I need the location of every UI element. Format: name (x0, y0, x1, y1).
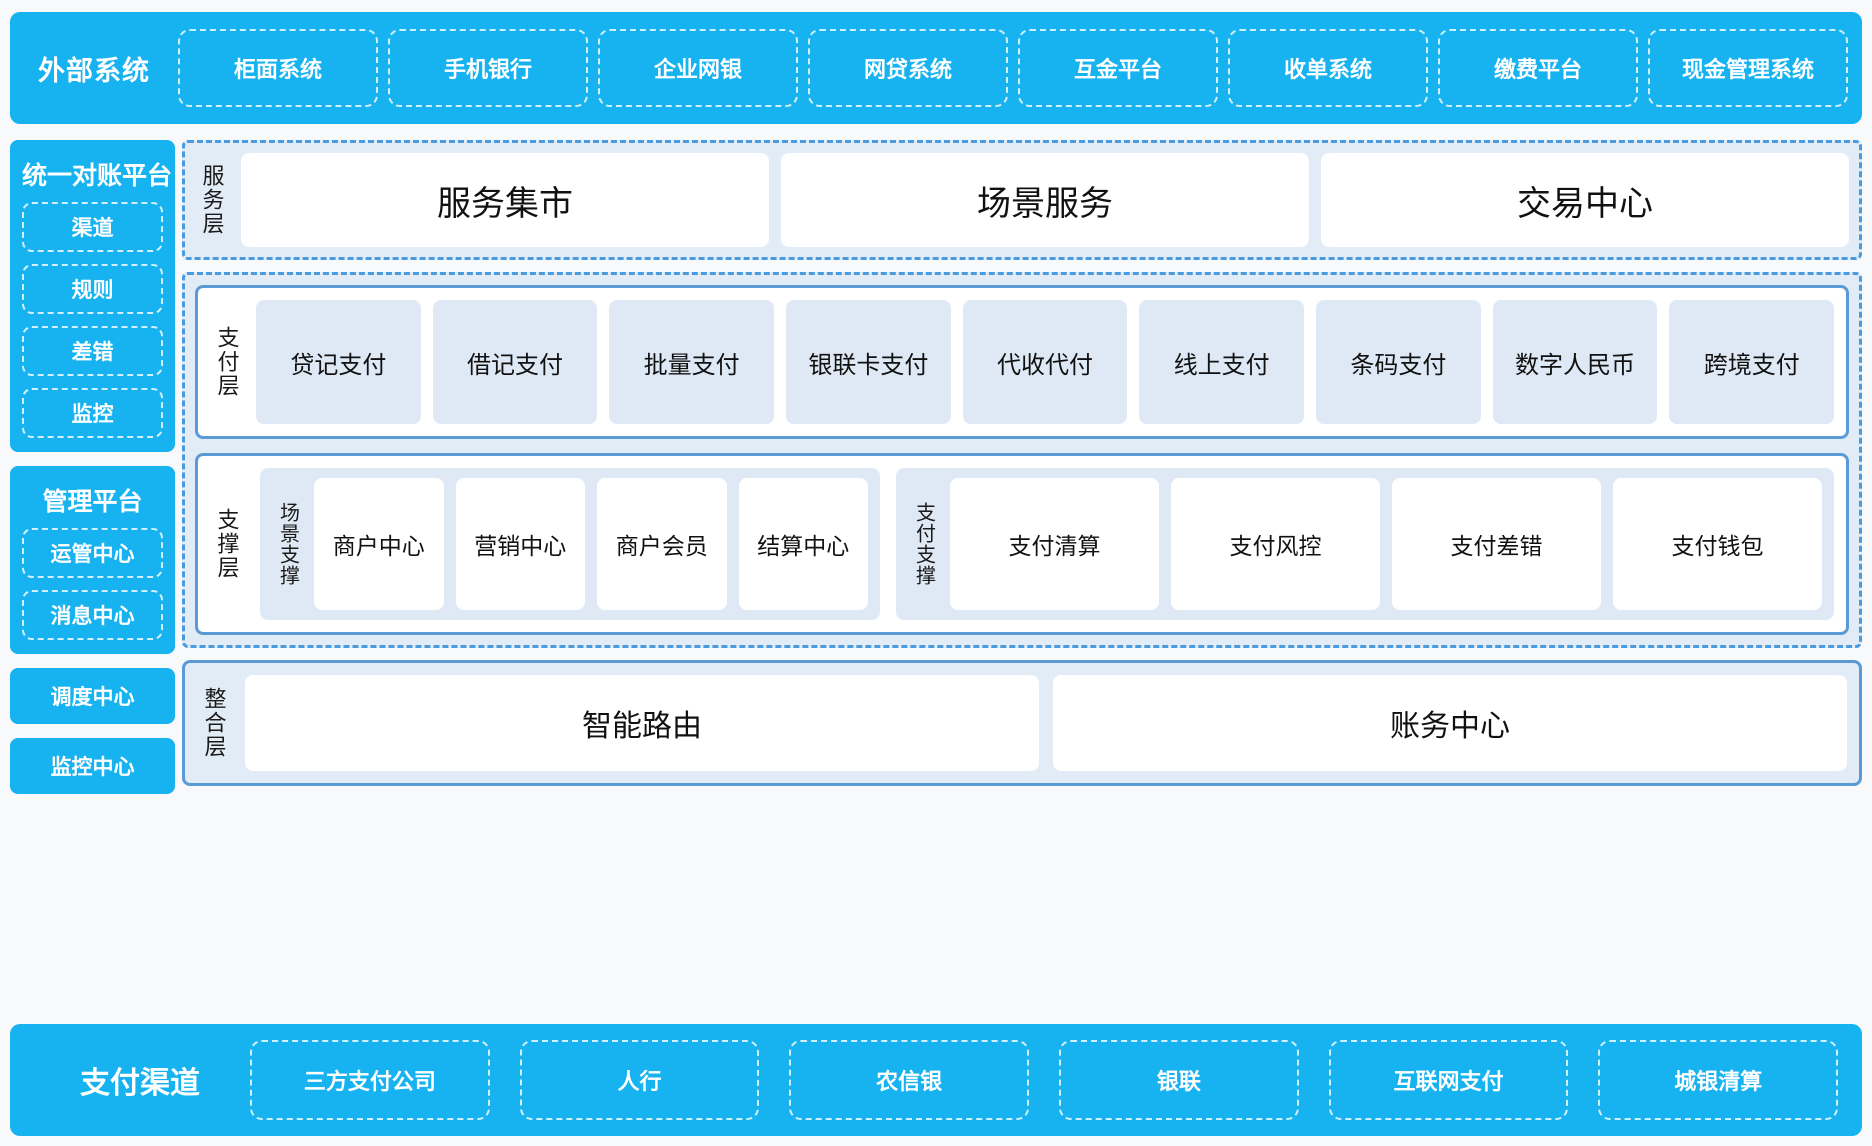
payment-layer-label: 支付层 (214, 326, 240, 398)
support-layer-row: 支撑层 场景支撑 商户中心 营销中心 商户会员 结算中心 支付支撑 支付清算 支… (210, 468, 1834, 620)
left-sidebar: 统一对账平台 渠道 规则 差错 监控 管理平台 运管中心 消息中心 调度中心 监… (10, 140, 175, 808)
support-card-marketing-center[interactable]: 营销中心 (455, 478, 585, 610)
payment-layer-row: 支付层 贷记支付 借记支付 批量支付 银联卡支付 代收代付 线上支付 条码支付 … (210, 300, 1835, 424)
reconciliation-platform-title: 统一对账平台 (22, 162, 173, 190)
support-card-merchant-center[interactable]: 商户中心 (314, 478, 444, 610)
service-card-transaction[interactable]: 交易中心 (1321, 153, 1849, 247)
payment-support-label: 支付支撑 (912, 502, 935, 586)
external-systems-bar: 外部系统 柜面系统 手机银行 企业网银 网贷系统 互金平台 收单系统 缴费平台 … (10, 12, 1862, 124)
payment-card-cross-border[interactable]: 跨境支付 (1669, 300, 1835, 424)
integration-card-accounting-center[interactable]: 账务中心 (1053, 675, 1847, 771)
payment-channel-item[interactable]: 互联网支付 (1328, 1040, 1569, 1120)
external-system-item[interactable]: 互金平台 (1018, 29, 1218, 107)
support-card-payment-riskcontrol[interactable]: 支付风控 (1171, 478, 1380, 610)
scenario-support-group: 场景支撑 商户中心 营销中心 商户会员 结算中心 (260, 468, 880, 620)
reconciliation-item-rule[interactable]: 规则 (22, 264, 163, 314)
external-system-item[interactable]: 收单系统 (1228, 29, 1428, 107)
management-platform-title: 管理平台 (42, 488, 143, 516)
payment-channels-bar: 支付渠道 三方支付公司 人行 农信银 银联 互联网支付 城银清算 (10, 1024, 1862, 1136)
payment-channels-list: 三方支付公司 人行 农信银 银联 互联网支付 城银清算 (250, 1040, 1839, 1120)
management-item-message-center[interactable]: 消息中心 (22, 590, 163, 640)
support-card-payment-clearing[interactable]: 支付清算 (950, 478, 1159, 610)
scheduling-center-block[interactable]: 调度中心 (10, 668, 175, 724)
main-stack: 服务层 服务集市 场景服务 交易中心 支付层 贷记支付 借记支付 批量支付 银联… (182, 140, 1862, 786)
support-card-payment-wallet[interactable]: 支付钱包 (1613, 478, 1822, 610)
payment-card-barcode[interactable]: 条码支付 (1316, 300, 1481, 424)
support-card-settlement-center[interactable]: 结算中心 (738, 478, 868, 610)
scenario-support-label: 场景支撑 (276, 502, 299, 586)
payment-support-subgroup: 支付支撑 支付清算 支付风控 支付差错 支付钱包 (896, 468, 1834, 620)
integration-card-smart-routing[interactable]: 智能路由 (245, 675, 1039, 771)
external-system-item[interactable]: 企业网银 (598, 29, 798, 107)
external-system-item[interactable]: 网贷系统 (808, 29, 1008, 107)
reconciliation-platform-panel: 统一对账平台 渠道 规则 差错 监控 (10, 140, 175, 452)
payment-support-group: 支付层 贷记支付 借记支付 批量支付 银联卡支付 代收代付 线上支付 条码支付 … (182, 272, 1862, 648)
payment-channel-item[interactable]: 银联 (1059, 1040, 1299, 1120)
external-system-item[interactable]: 手机银行 (388, 29, 588, 107)
external-systems-list: 柜面系统 手机银行 企业网银 网贷系统 互金平台 收单系统 缴费平台 现金管理系… (178, 29, 1848, 107)
support-layer-box: 支撑层 场景支撑 商户中心 营销中心 商户会员 结算中心 支付支撑 支付清算 支… (195, 453, 1849, 635)
service-card-marketplace[interactable]: 服务集市 (241, 153, 769, 247)
payment-channel-item[interactable]: 人行 (519, 1040, 760, 1120)
payment-channel-item[interactable]: 三方支付公司 (250, 1040, 490, 1120)
integration-layer-box: 整合层 智能路由 账务中心 (182, 660, 1862, 786)
payment-layer-box: 支付层 贷记支付 借记支付 批量支付 银联卡支付 代收代付 线上支付 条码支付 … (195, 285, 1849, 439)
payment-card-digital-rmb[interactable]: 数字人民币 (1492, 300, 1658, 424)
monitoring-center-block[interactable]: 监控中心 (10, 738, 175, 794)
payment-channel-item[interactable]: 城银清算 (1598, 1040, 1839, 1120)
payment-channel-item[interactable]: 农信银 (789, 1040, 1030, 1120)
payment-card-batch[interactable]: 批量支付 (609, 300, 775, 424)
payment-card-unionpay[interactable]: 银联卡支付 (786, 300, 951, 424)
service-layer-label: 服务层 (199, 164, 225, 236)
reconciliation-item-channel[interactable]: 渠道 (22, 202, 163, 252)
management-item-operations-center[interactable]: 运管中心 (22, 528, 163, 578)
external-system-item[interactable]: 柜面系统 (178, 29, 378, 107)
support-card-merchant-member[interactable]: 商户会员 (597, 478, 727, 610)
reconciliation-item-monitor[interactable]: 监控 (22, 388, 163, 438)
management-platform-panel: 管理平台 运管中心 消息中心 (10, 466, 175, 654)
integration-layer-label: 整合层 (201, 687, 227, 759)
reconciliation-item-error[interactable]: 差错 (22, 326, 163, 376)
payment-card-collection[interactable]: 代收代付 (962, 300, 1128, 424)
external-system-item[interactable]: 缴费平台 (1438, 29, 1638, 107)
payment-card-online[interactable]: 线上支付 (1139, 300, 1305, 424)
support-card-payment-error[interactable]: 支付差错 (1392, 478, 1601, 610)
payment-channels-title: 支付渠道 (80, 1067, 200, 1100)
external-system-item[interactable]: 现金管理系统 (1648, 29, 1848, 107)
service-card-scenario[interactable]: 场景服务 (781, 153, 1309, 247)
integration-layer-row: 整合层 智能路由 账务中心 (197, 675, 1847, 771)
external-systems-title: 外部系统 (38, 55, 150, 86)
service-layer-row: 服务层 服务集市 场景服务 交易中心 (195, 153, 1849, 247)
support-layer-label: 支撑层 (214, 508, 240, 580)
payment-card-debit[interactable]: 借记支付 (432, 300, 598, 424)
payment-card-credit[interactable]: 贷记支付 (256, 300, 421, 424)
service-layer-group: 服务层 服务集市 场景服务 交易中心 (182, 140, 1862, 260)
